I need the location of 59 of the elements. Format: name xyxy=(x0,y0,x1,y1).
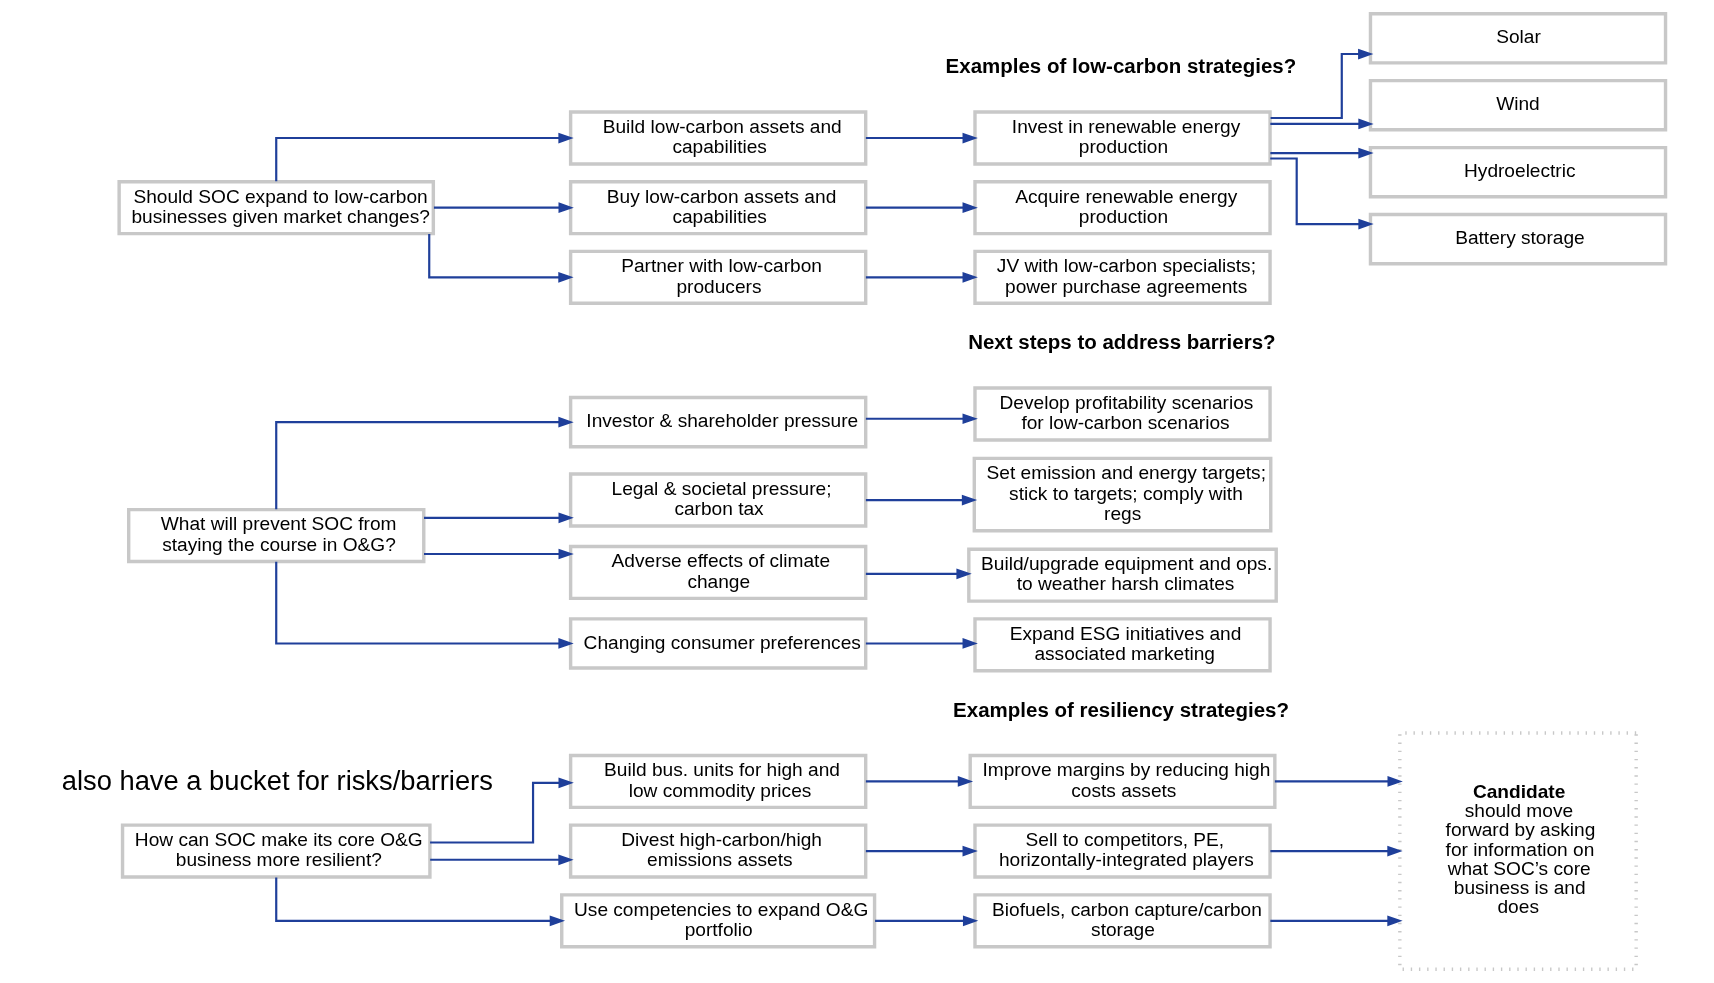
arrow xyxy=(874,915,978,927)
arrow xyxy=(429,777,574,844)
arrow xyxy=(1269,118,1374,130)
node-box: Biofuels, carbon capture/carbon storage xyxy=(972,893,1272,949)
arrow xyxy=(274,561,574,649)
arrow xyxy=(1270,48,1373,120)
arrow xyxy=(865,202,978,214)
arrow xyxy=(433,202,574,214)
node-box: Invest in renewable energy production xyxy=(972,110,1272,166)
node-box: Changing consumer preferences xyxy=(568,617,867,670)
arrow xyxy=(865,494,977,506)
label: Examples of low-carbon strategies? xyxy=(945,54,1296,78)
arrow xyxy=(429,854,574,866)
arrow xyxy=(865,132,978,144)
node-box: Build bus. units for high and low commodity prices xyxy=(568,753,867,810)
node-box: Develop profitability scenarios for low-carbon scenarios xyxy=(972,386,1272,442)
node-box: Acquire renewable energy production xyxy=(972,180,1272,236)
arrow xyxy=(1274,776,1403,787)
node-box: Legal & societal pressure; carbon tax xyxy=(568,472,867,528)
arrow xyxy=(1269,157,1374,230)
arrow xyxy=(427,234,574,283)
arrow xyxy=(865,568,972,580)
node-box: Buy low-carbon assets and capabilities xyxy=(568,180,867,236)
label: Examples of resiliency strategies? xyxy=(952,697,1289,721)
node-box: How can SOC make its core O&G business more resilient? xyxy=(120,823,432,879)
arrow xyxy=(865,272,978,283)
node-box: Partner with low-carbon producers xyxy=(568,249,867,306)
arrow xyxy=(274,416,574,510)
label: Next steps to address barriers? xyxy=(967,330,1276,354)
node-box: JV with low-carbon specialists; power purchase agreements xyxy=(972,249,1272,306)
arrow xyxy=(865,638,978,649)
node-box: Should SOC expand to low-carbon businesses given market changes? xyxy=(116,180,435,236)
arrow xyxy=(865,776,973,787)
node-box: Candidate should move forward by asking for information on what SOC’s core business is and does xyxy=(1397,731,1638,971)
node-box: Set emission and energy targets; stick to targets; comply with regs xyxy=(972,456,1272,533)
node-box: Investor & shareholder pressure xyxy=(568,395,867,449)
arrow xyxy=(423,548,574,560)
node-box: Expand ESG initiatives and associated marketing xyxy=(972,617,1272,673)
node-box: Build low-carbon assets and capabilities xyxy=(568,110,867,166)
node-box: Adverse effects of climate change xyxy=(568,544,867,601)
arrow xyxy=(865,845,978,857)
node-box: Sell to competitors, PE, horizontally-integrated players xyxy=(972,823,1272,879)
node-box: Hydroelectric xyxy=(1368,145,1667,199)
arrow xyxy=(1269,845,1403,857)
arrow xyxy=(274,877,565,927)
node-box: Build/upgrade equipment and ops. to weather harsh climates xyxy=(966,547,1278,603)
label: also have a bucket for risks/barriers xyxy=(61,764,493,796)
arrow xyxy=(865,413,978,425)
arrow xyxy=(1269,147,1374,159)
node-box: What will prevent SOC from staying the course in O&G? xyxy=(126,507,425,564)
node-box: Use competencies to expand O&G portfolio xyxy=(559,893,876,949)
arrow xyxy=(423,512,574,524)
node-box: Improve margins by reducing high costs assets xyxy=(968,753,1277,810)
node-box: Divest high-carbon/high emissions assets xyxy=(568,823,867,879)
node-box: Wind xyxy=(1368,78,1667,132)
arrow xyxy=(1269,915,1403,927)
node-box: Battery storage xyxy=(1368,212,1667,266)
arrow xyxy=(274,132,574,182)
node-box: Solar xyxy=(1368,12,1667,65)
